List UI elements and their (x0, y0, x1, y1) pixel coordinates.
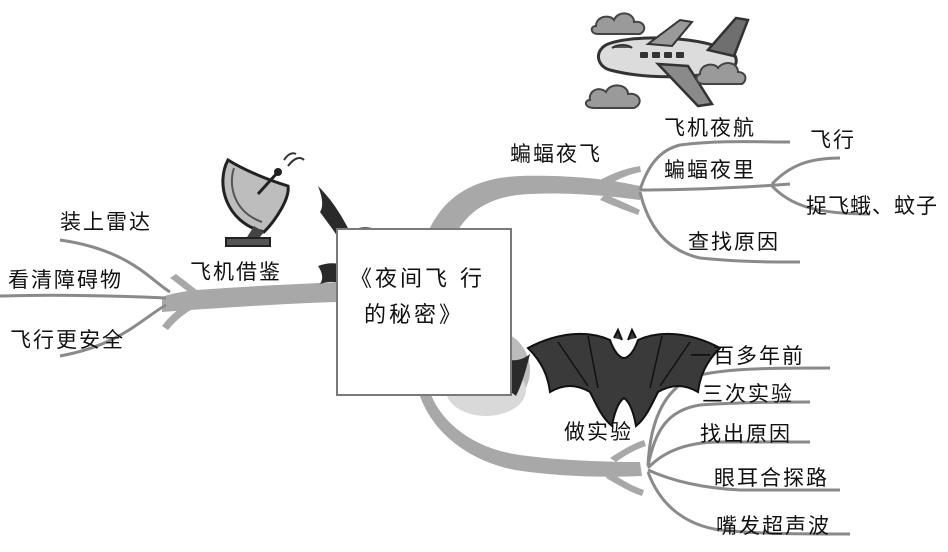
branch-top-right-lines (638, 140, 871, 264)
center-frame (336, 228, 512, 396)
branch-left (162, 274, 338, 330)
experiment-item-1: 一百多年前 (690, 344, 805, 368)
branch-radar-label: 飞机借鉴 (190, 260, 282, 284)
bat-icon-large (526, 327, 722, 428)
radar-item-3: 飞行更安全 (10, 328, 125, 352)
experiment-item-5: 嘴发超声波 (716, 514, 831, 538)
experiment-item-3: 找出原因 (700, 422, 792, 446)
branch-bottom-right (420, 392, 646, 496)
experiment-item-4: 眼耳合探路 (714, 466, 829, 490)
branch-left-lines (0, 238, 171, 358)
center-title-line2: 的秘密》 (364, 303, 465, 328)
branch-bats-night-label: 蝙蝠夜飞 (510, 142, 602, 166)
cloud-icon (584, 12, 747, 109)
center-title: 《夜间飞 行 的秘密》 (350, 262, 500, 334)
experiment-item-2: 三次实验 (702, 382, 794, 406)
branch-experiment-label: 做实验 (564, 420, 633, 444)
bats-night-sub-2: 捉飞蛾、蚊子 (806, 194, 938, 218)
satellite-dish-icon (221, 152, 305, 247)
radar-item-2: 看清障碍物 (8, 268, 123, 292)
bats-night-item-1: 飞机夜航 (664, 116, 756, 140)
bats-night-item-3: 查找原因 (688, 230, 780, 254)
radar-item-1: 装上雷达 (60, 210, 152, 234)
bats-night-item-2: 蝙蝠夜里 (664, 158, 756, 182)
bats-night-sub-1: 飞行 (810, 128, 856, 152)
center-title-line1: 《夜间飞 行 (350, 267, 485, 292)
branch-top-right (420, 166, 641, 262)
